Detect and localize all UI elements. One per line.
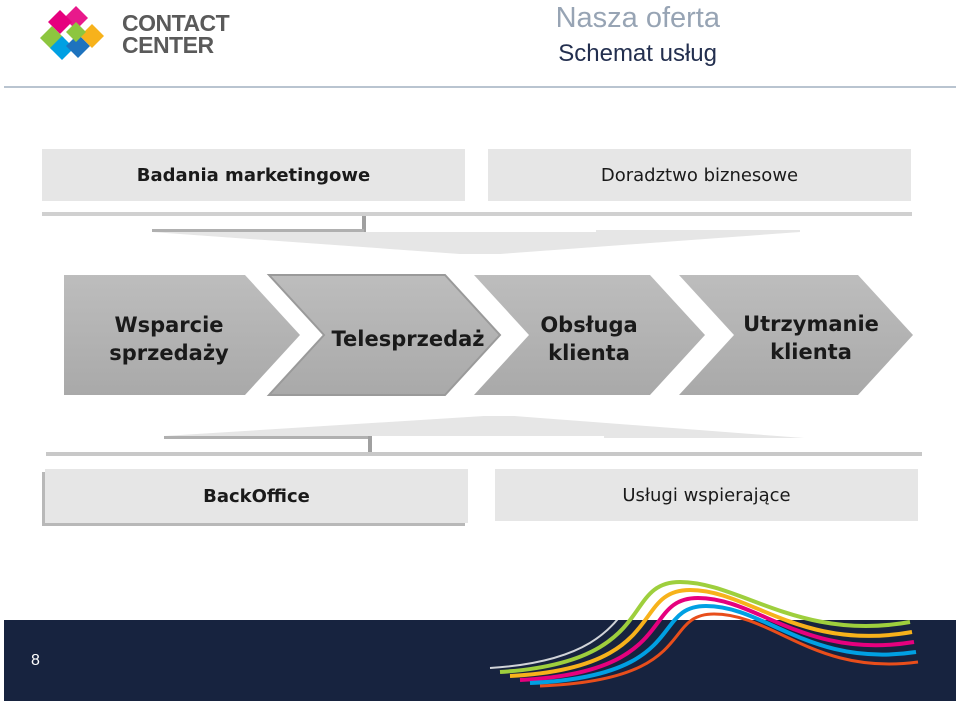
page-title: Nasza oferta xyxy=(555,2,720,34)
process-step-3: Obsługa klienta xyxy=(500,311,678,367)
logo-wordmark: CONTACT CENTER xyxy=(122,10,230,58)
footer-bar xyxy=(4,620,956,701)
page-number: 8 xyxy=(31,652,40,669)
process-chevrons xyxy=(64,274,913,396)
chevron-step-2 xyxy=(266,274,502,396)
box-marketing-research: Badania marketingowe xyxy=(42,149,465,201)
chevron-step-4 xyxy=(679,275,913,395)
process-step-2-line1: Telesprzedaż xyxy=(331,327,485,351)
bottom-connector-funnel xyxy=(46,416,922,456)
process-step-4: Utrzymanie klienta xyxy=(720,310,902,366)
process-step-4-line1: Utrzymanie xyxy=(743,312,879,336)
process-step-1-line2: sprzedaży xyxy=(109,341,229,365)
logo-mark-icon xyxy=(40,6,104,60)
process-step-1: Wsparcie sprzedaży xyxy=(80,311,258,367)
company-logo: CONTACT CENTER xyxy=(38,6,248,62)
logo-line-contact: CONTACT xyxy=(122,10,230,36)
process-flow: Wsparcie sprzedaży Telesprzedaż Obsługa … xyxy=(60,270,920,402)
box-business-consulting: Doradztwo biznesowe xyxy=(488,149,911,201)
top-connector-funnel xyxy=(42,212,912,254)
box-support-services: Usługi wspierające xyxy=(495,469,918,521)
process-step-3-line2: klienta xyxy=(548,341,630,365)
logo-line-center: CENTER xyxy=(122,32,214,58)
process-step-4-line2: klienta xyxy=(770,340,852,364)
process-step-3-line1: Obsługa xyxy=(540,313,638,337)
process-step-2: Telesprzedaż xyxy=(318,325,498,353)
page-subtitle: Schemat usług xyxy=(558,40,717,67)
decorative-swirl-icon xyxy=(489,574,919,688)
header-divider xyxy=(4,86,956,88)
chevron-step-3 xyxy=(474,275,705,395)
box-backoffice: BackOffice xyxy=(45,469,468,523)
process-step-1-line1: Wsparcie xyxy=(114,313,224,337)
chevron-step-1 xyxy=(64,275,300,395)
